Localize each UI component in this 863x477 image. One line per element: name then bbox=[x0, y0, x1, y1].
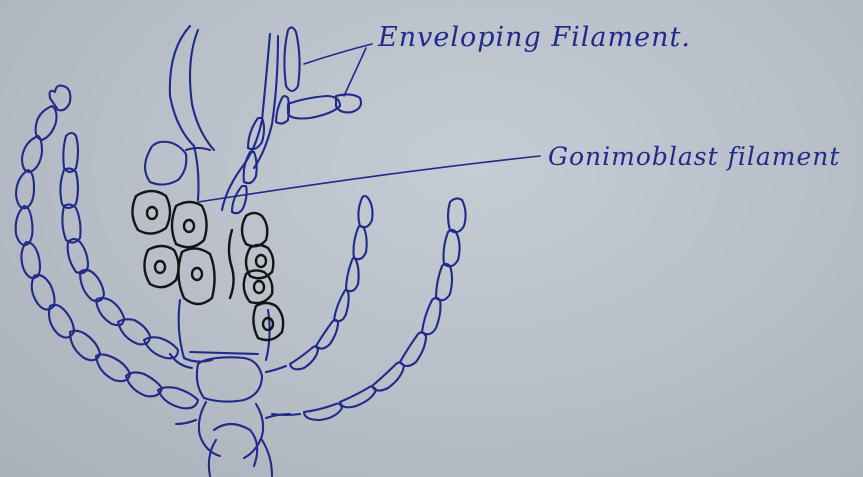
left-inner-filament bbox=[60, 133, 192, 368]
right-inner-filament bbox=[266, 196, 373, 372]
enveloping-pointer-lower bbox=[344, 48, 366, 96]
enveloping-filament-label: Enveloping Filament. bbox=[378, 22, 691, 53]
right-outer-filament bbox=[272, 198, 466, 420]
gonimoblast-filament-label: Gonimoblast filament bbox=[548, 142, 840, 171]
gonimoblast-pointer bbox=[198, 156, 540, 202]
central-axis bbox=[145, 26, 361, 213]
enveloping-pointer-upper bbox=[304, 44, 372, 64]
gonimoblast-cluster bbox=[132, 191, 283, 340]
label-pointers bbox=[198, 44, 540, 202]
